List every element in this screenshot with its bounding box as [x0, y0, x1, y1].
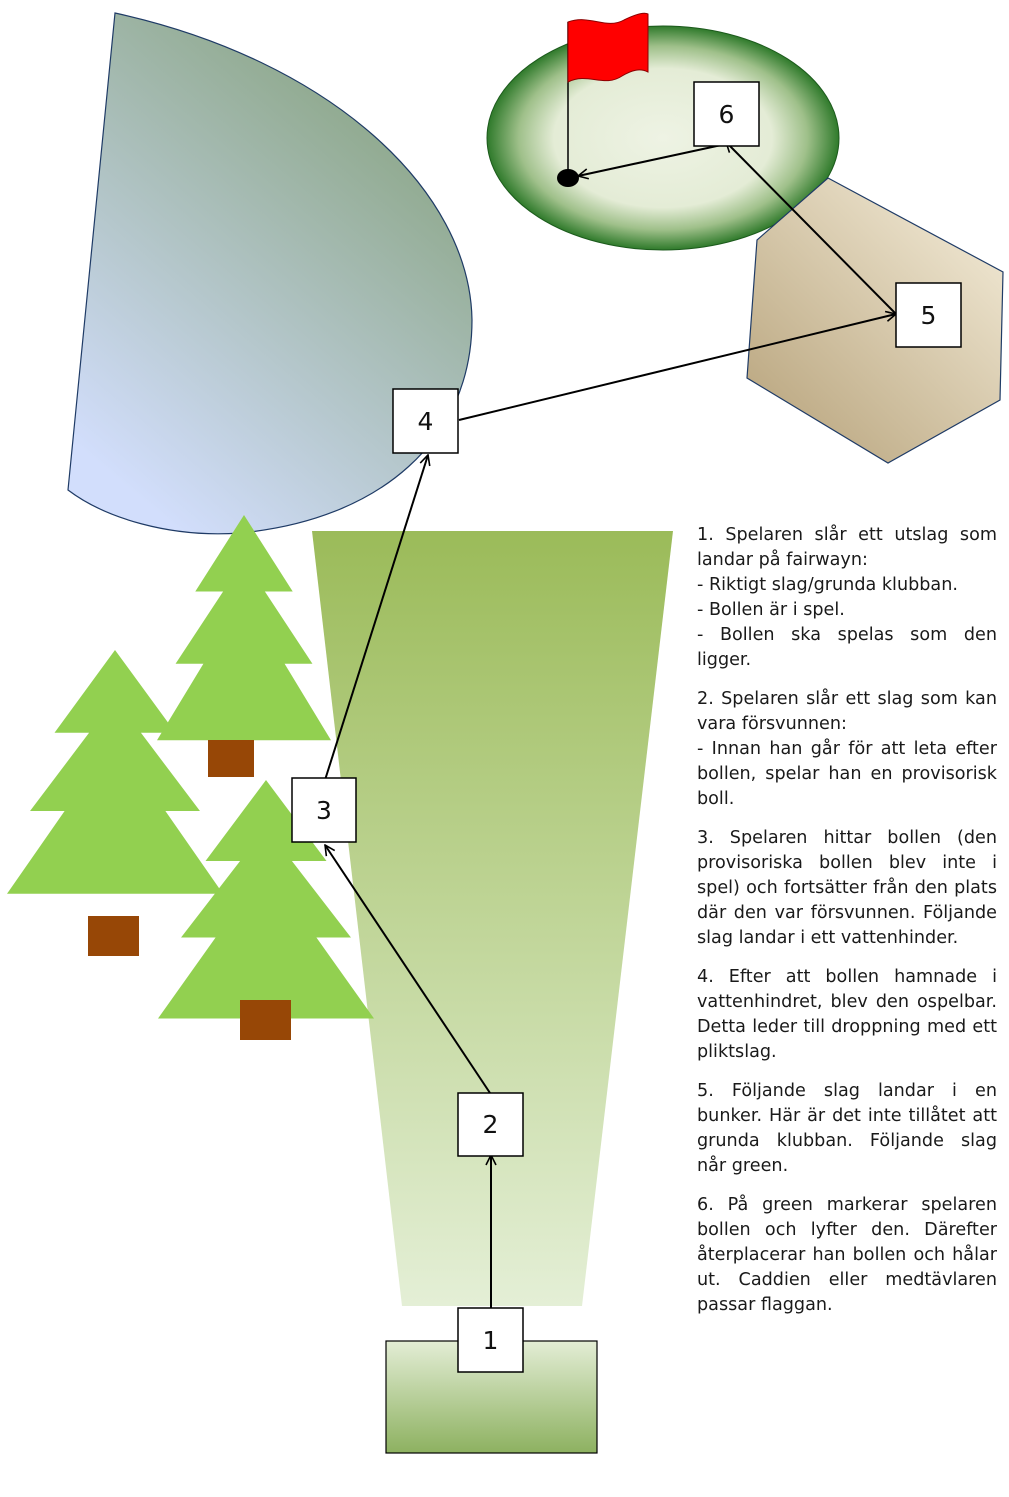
shot-arrow-3-4: [324, 455, 428, 781]
note-step-4: 4. Efter att bollen hamnade i vattenhind…: [697, 965, 997, 1065]
step-label-3: 3: [316, 796, 332, 825]
note-line: 5. Följande slag landar i en bunker. Här…: [697, 1081, 997, 1176]
step-label-6: 6: [719, 100, 735, 129]
shot-arrow-4-5: [458, 314, 896, 421]
note-line: - Bollen är i spel.: [697, 600, 845, 620]
note-line: 4. Efter att bollen hamnade i vattenhind…: [697, 967, 997, 1062]
tree-back-trunk: [208, 740, 254, 777]
water-hazard: [67, 12, 473, 535]
step-label-5: 5: [921, 301, 937, 330]
note-step-5: 5. Följande slag landar i en bunker. Här…: [697, 1079, 997, 1179]
note-line: - Bollen ska spelas som den ligger.: [697, 625, 997, 670]
step-box-6: 6: [693, 81, 760, 147]
note-step-1: 1. Spelaren slår ett utslag som landar p…: [697, 523, 997, 673]
note-line: 6. På green markerar spelaren bollen och…: [697, 1195, 997, 1315]
step-label-4: 4: [418, 407, 434, 436]
note-line: 2. Spelaren slår ett slag som kan vara f…: [697, 689, 997, 734]
note-line: 1. Spelaren slår ett utslag som landar p…: [697, 525, 997, 570]
bunker: [746, 177, 1004, 464]
tree-left-trunk: [88, 916, 139, 956]
step-explanations: 1. Spelaren slår ett utslag som landar p…: [697, 523, 997, 1332]
note-step-3: 3. Spelaren hittar bollen (den provisori…: [697, 826, 997, 951]
note-step-2: 2. Spelaren slår ett slag som kan vara f…: [697, 687, 997, 812]
step-box-2: 2: [457, 1092, 524, 1157]
step-label-1: 1: [483, 1326, 499, 1355]
step-box-5: 5: [895, 282, 962, 348]
flag-icon: [567, 12, 649, 83]
shot-arrow-2-3: [325, 845, 491, 1094]
tree-front-trunk: [240, 1000, 291, 1040]
step-box-4: 4: [392, 388, 459, 454]
step-box-3: 3: [291, 777, 357, 843]
note-line: 3. Spelaren hittar bollen (den provisori…: [697, 828, 997, 948]
note-line: - Riktigt slag/grunda klubban.: [697, 575, 958, 595]
note-step-6: 6. På green markerar spelaren bollen och…: [697, 1193, 997, 1318]
hole-cup: [557, 169, 579, 187]
step-box-1: 1: [457, 1307, 524, 1373]
shot-arrow-5-6: [726, 142, 897, 315]
shot-arrow-6-hole: [578, 143, 727, 176]
tree-back: [157, 515, 331, 741]
step-label-2: 2: [483, 1110, 499, 1139]
fairway: [312, 531, 673, 1306]
note-line: - Innan han går för att leta efter bolle…: [697, 739, 997, 809]
